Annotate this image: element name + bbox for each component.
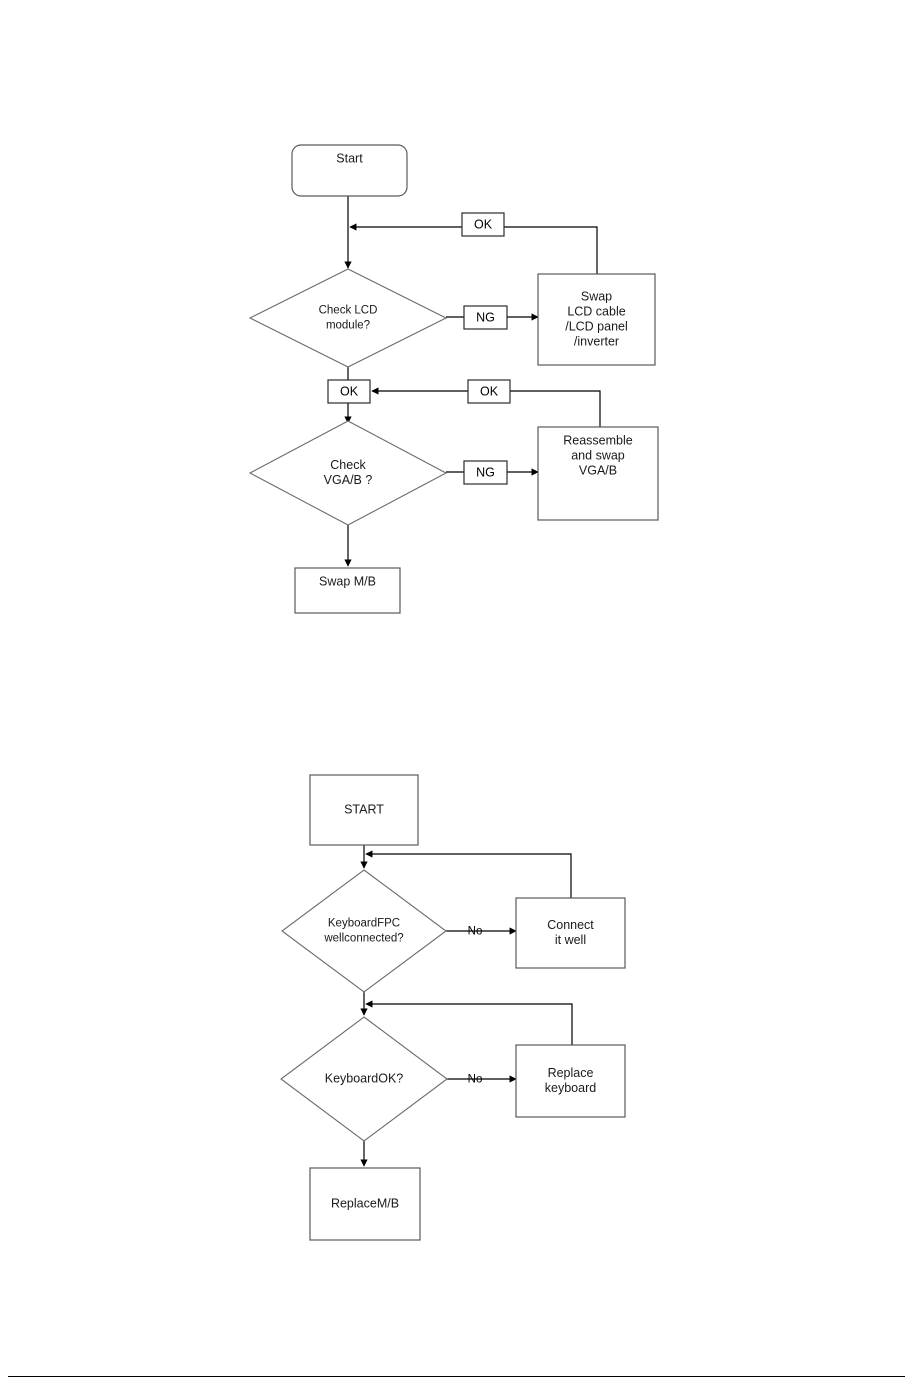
connector-reassemble-feedback-ok bbox=[371, 387, 601, 427]
process-replace-motherboard: ReplaceM/B bbox=[309, 1167, 421, 1241]
process-shape bbox=[515, 897, 626, 969]
decision-shape bbox=[281, 869, 447, 993]
decision-shape bbox=[248, 420, 448, 526]
process-shape bbox=[309, 1167, 421, 1241]
edge-label-ok-top: OK bbox=[461, 212, 505, 237]
edge-label-ok-vga: OK bbox=[467, 379, 511, 404]
edge-label-text: OK bbox=[474, 217, 493, 231]
connector-replace-keyboard-feedback bbox=[365, 1000, 573, 1045]
node-label-line: wellconnected? bbox=[323, 933, 403, 945]
node-label-line: START bbox=[344, 802, 384, 816]
node-label-line: keyboard bbox=[545, 1081, 596, 1095]
node-label-line: Swap bbox=[581, 289, 612, 303]
process-shape bbox=[537, 426, 659, 521]
edge-label-text: No bbox=[468, 1074, 483, 1086]
node-label-line: VGA/B bbox=[579, 463, 617, 477]
decision-keyboard-ok: KeyboardOK? bbox=[280, 1016, 448, 1142]
node-label-line: LCD cable bbox=[567, 304, 625, 318]
edge-label-ng-lcd: NG bbox=[463, 305, 508, 330]
edge-label-box bbox=[467, 379, 511, 404]
edge-label-text: OK bbox=[480, 384, 499, 398]
node-label-line: and swap bbox=[571, 448, 625, 462]
edge-label-ng-vga: NG bbox=[463, 460, 508, 485]
node-label-line: Check LCD bbox=[319, 305, 378, 317]
connector-swap-lcd-feedback-ok bbox=[349, 223, 598, 274]
process-shape bbox=[515, 1044, 626, 1118]
node-label-line: /inverter bbox=[574, 334, 619, 348]
edge-label-text: OK bbox=[340, 384, 359, 398]
node-label-line: Start bbox=[336, 151, 363, 165]
edge-label-ok-middle: OK bbox=[327, 379, 371, 404]
node-label-line: Connect bbox=[547, 918, 594, 932]
decision-shape bbox=[280, 1016, 448, 1142]
edge-label-text: NG bbox=[476, 465, 495, 479]
edge-label-no-fpc: No bbox=[468, 926, 483, 938]
edge-label-no-keyboard: No bbox=[468, 1074, 483, 1086]
node-label-line: ReplaceM/B bbox=[331, 1196, 399, 1210]
process-shape bbox=[309, 774, 419, 846]
edge-label-box bbox=[327, 379, 371, 404]
footer-divider bbox=[8, 1376, 905, 1377]
node-label-line: Check bbox=[330, 458, 366, 472]
process-swap-motherboard: Swap M/B bbox=[294, 567, 401, 614]
decision-keyboard-fpc-connected: KeyboardFPC wellconnected? bbox=[281, 869, 447, 993]
edge-label-box bbox=[463, 305, 508, 330]
process-shape bbox=[537, 273, 656, 366]
start-terminator: Start bbox=[291, 144, 408, 197]
edge-label-box bbox=[461, 212, 505, 237]
node-label-line: Replace bbox=[548, 1066, 594, 1080]
start-terminator: START bbox=[309, 774, 419, 846]
edge-label-text: No bbox=[468, 926, 483, 938]
node-label-line: it well bbox=[555, 933, 586, 947]
node-label-line: KeyboardOK? bbox=[325, 1071, 404, 1085]
process-shape bbox=[294, 567, 401, 614]
node-label-line: Reassemble bbox=[563, 433, 633, 447]
node-label-line: module? bbox=[326, 320, 370, 332]
connector-connect-feedback bbox=[365, 850, 572, 898]
node-label-line: VGA/B ? bbox=[324, 473, 373, 487]
edge-label-box bbox=[463, 460, 508, 485]
node-label-line: KeyboardFPC bbox=[328, 918, 400, 930]
decision-shape bbox=[248, 268, 448, 368]
decision-check-lcd-module: Check LCD module? bbox=[248, 268, 448, 368]
node-label-line: Swap M/B bbox=[319, 574, 376, 588]
edge-label-text: NG bbox=[476, 310, 495, 324]
keyboard-troubleshooting-flowchart: START KeyboardFPC wellconnected? Connectit … bbox=[280, 774, 626, 1241]
node-label-line: /LCD panel bbox=[565, 319, 628, 333]
terminator-shape bbox=[291, 144, 408, 197]
